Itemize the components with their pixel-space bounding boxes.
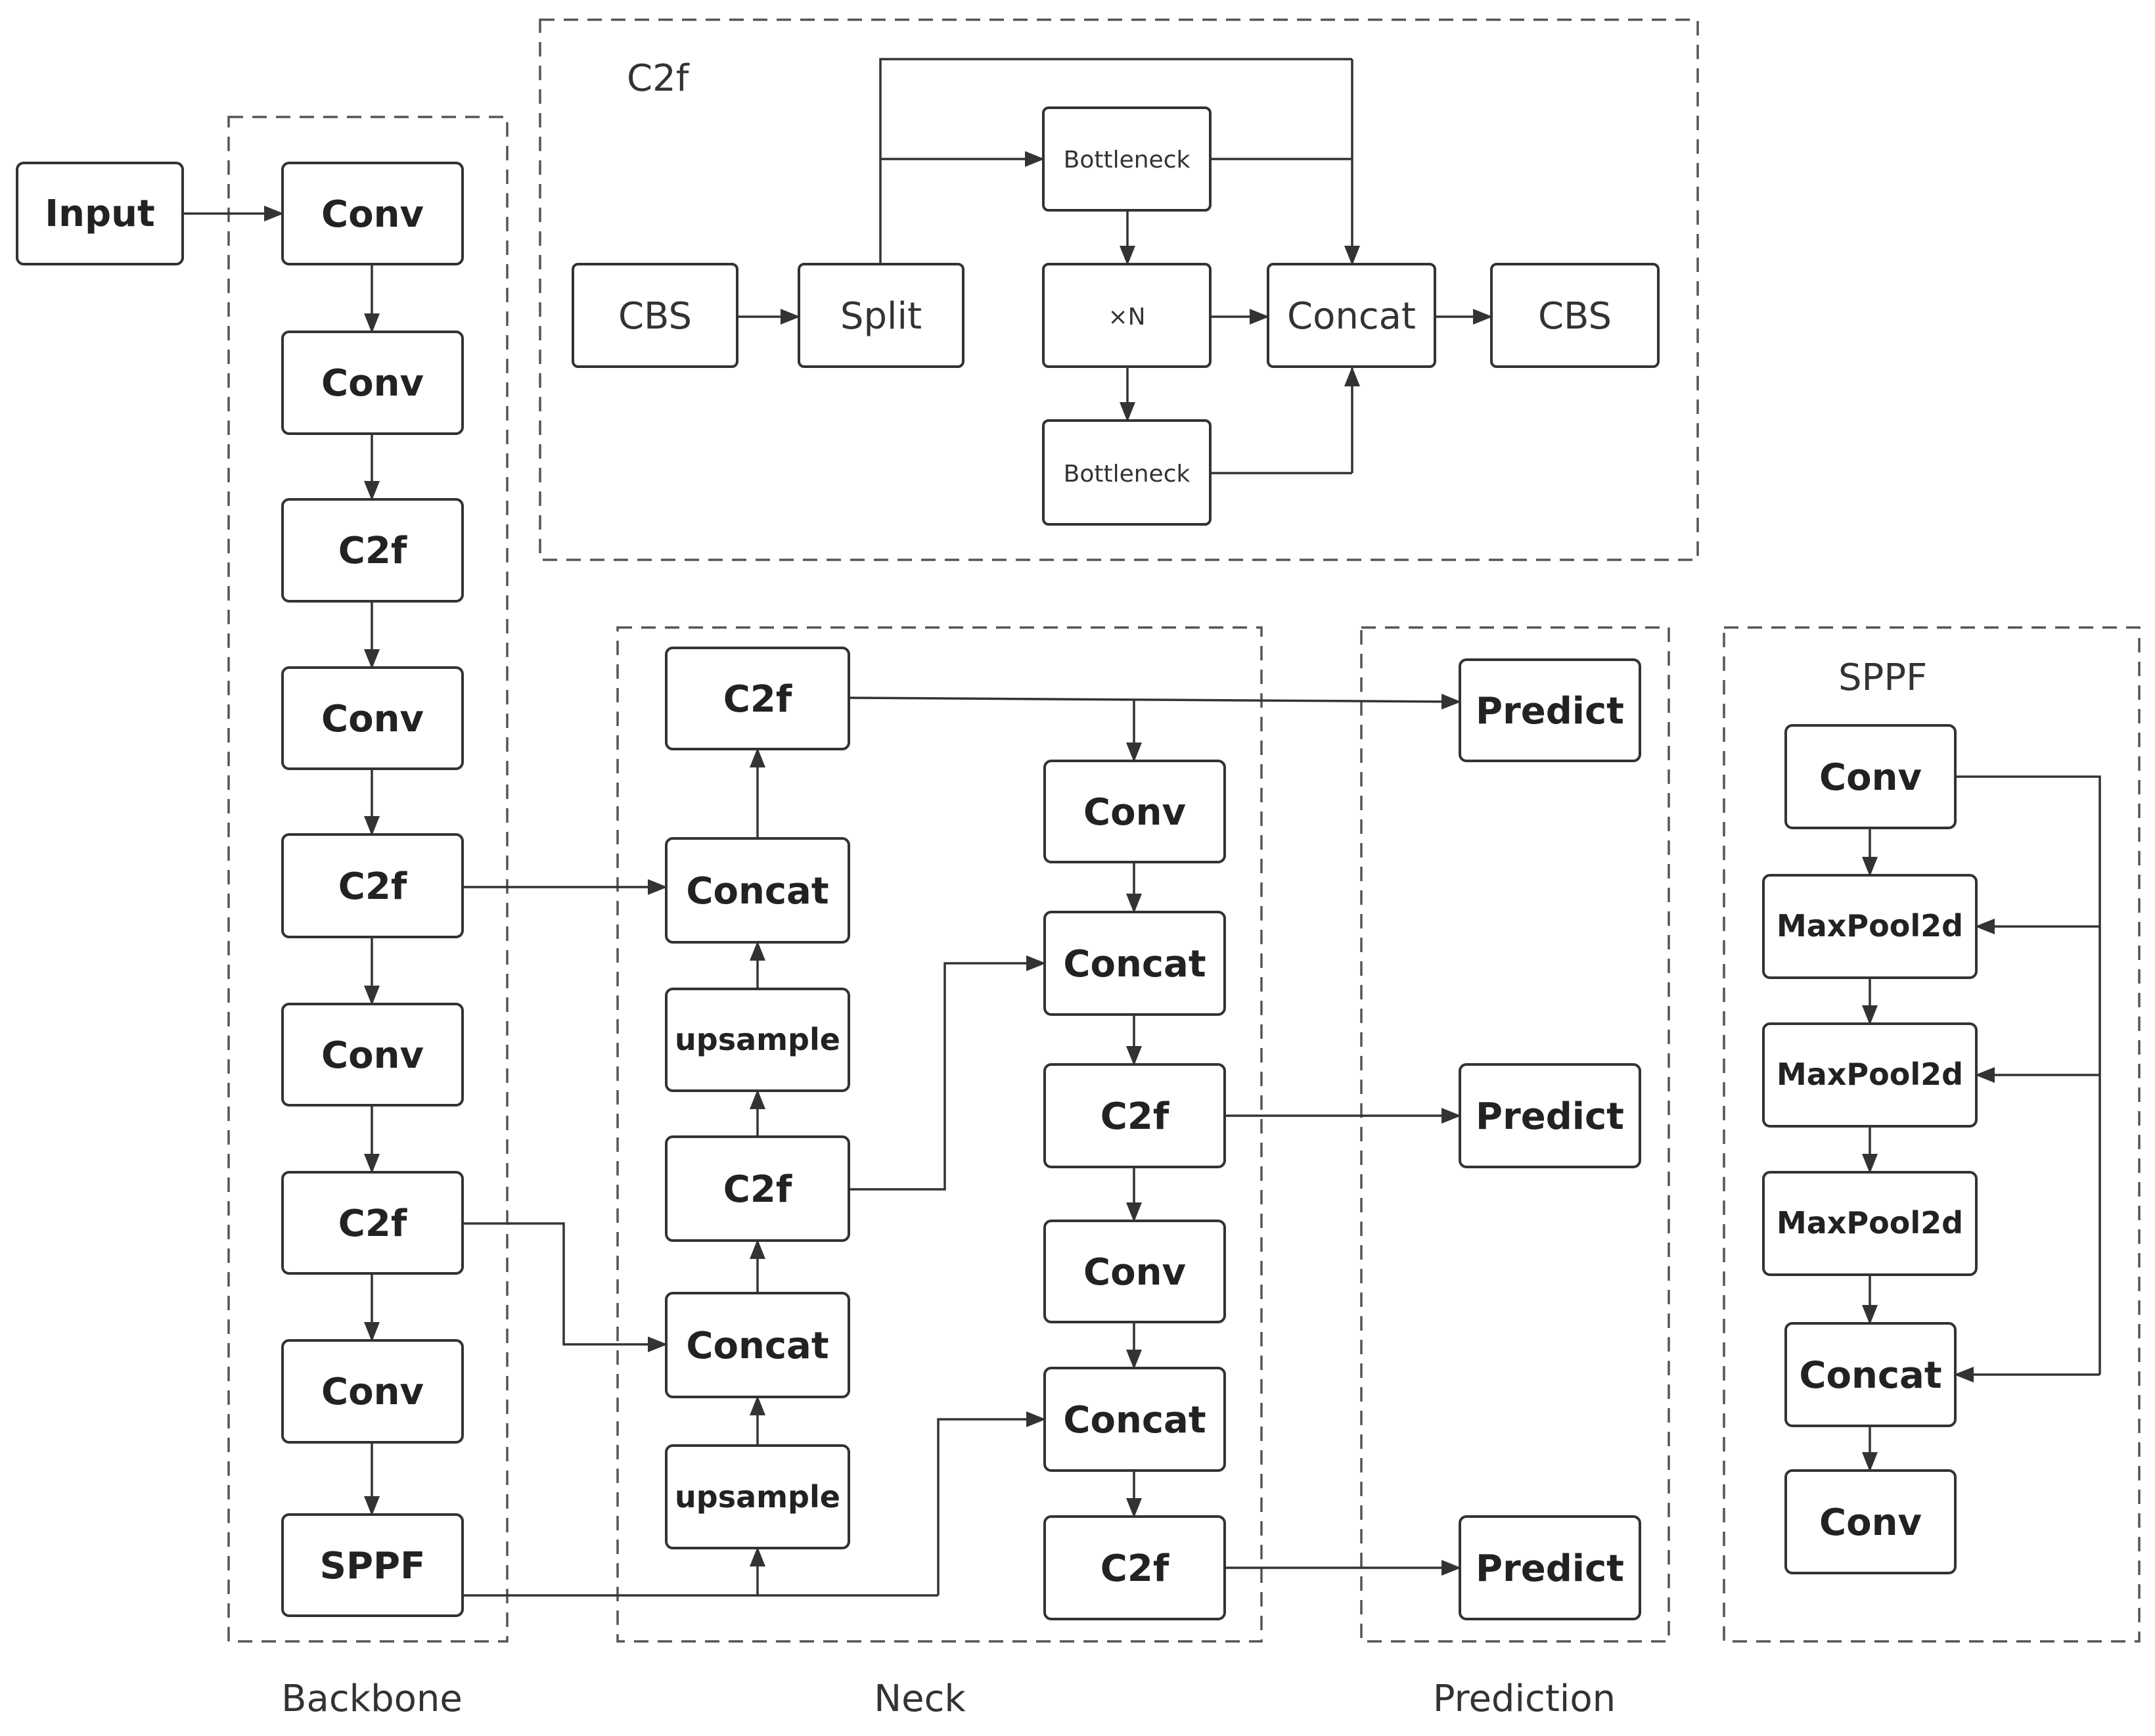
c2f-bottleneck-top: Bottleneck bbox=[1042, 106, 1212, 212]
node-label: Conv bbox=[321, 1371, 424, 1413]
node-label: Concat bbox=[686, 1325, 828, 1367]
node-label: C2f bbox=[338, 865, 407, 908]
node-label: Conv bbox=[1819, 756, 1922, 799]
c2f-module: CBS Split Bottleneck ×N Bottleneck Conca… bbox=[572, 106, 1660, 526]
connections bbox=[183, 58, 2101, 1597]
node-label: Conv bbox=[321, 698, 424, 741]
sppf-conv-out: Conv bbox=[1784, 1469, 1957, 1574]
sppf-maxpool-3: MaxPool2d bbox=[1762, 1171, 1978, 1276]
node-label: Concat bbox=[1063, 943, 1206, 986]
node-label: Concat bbox=[1063, 1399, 1206, 1442]
node-label: CBS bbox=[618, 295, 692, 338]
backbone-node-conv-1: Conv bbox=[281, 162, 464, 265]
node-label: Concat bbox=[1799, 1354, 1941, 1397]
node-label: Bottleneck bbox=[1064, 461, 1191, 488]
neck-group bbox=[616, 626, 1263, 1643]
predict-node-2: Predict bbox=[1459, 1063, 1641, 1168]
c2f-cbs-in: CBS bbox=[572, 263, 738, 368]
neck-left-column: C2f Concat upsample C2f Concat upsample bbox=[665, 647, 850, 1549]
sppf-module-title: SPPF bbox=[1838, 656, 1927, 699]
node-label: Predict bbox=[1476, 690, 1624, 733]
c2f-split: Split bbox=[798, 263, 964, 368]
node-label: C2f bbox=[723, 1168, 792, 1211]
c2f-concat: Concat bbox=[1267, 263, 1436, 368]
sppf-module: Conv MaxPool2d MaxPool2d MaxPool2d Conca… bbox=[1762, 724, 1978, 1574]
input-label: Input bbox=[45, 193, 154, 235]
sppf-conv-in: Conv bbox=[1784, 724, 1957, 829]
neck-caption: Neck bbox=[874, 1678, 966, 1720]
neck-node-c2f-mid: C2f bbox=[665, 1135, 850, 1242]
c2f-module-group bbox=[539, 18, 1699, 561]
neck-node-concat-right-lower: Concat bbox=[1043, 1367, 1226, 1472]
neck-right-column: Conv Concat C2f Conv Concat C2f bbox=[1043, 760, 1226, 1620]
backbone-group bbox=[227, 116, 509, 1643]
node-label: CBS bbox=[1538, 295, 1612, 338]
predict-node-1: Predict bbox=[1459, 658, 1641, 762]
neck-node-upsample-lower: upsample bbox=[665, 1444, 850, 1549]
backbone-node-c2f-2: C2f bbox=[281, 833, 464, 938]
neck-node-upsample-upper: upsample bbox=[665, 988, 850, 1092]
node-label: upsample bbox=[675, 1022, 840, 1057]
sppf-maxpool-2: MaxPool2d bbox=[1762, 1022, 1978, 1128]
node-label: Predict bbox=[1476, 1547, 1624, 1590]
node-label: MaxPool2d bbox=[1777, 908, 1963, 944]
backbone-node-sppf: SPPF bbox=[281, 1513, 464, 1617]
neck-node-c2f-right-lower: C2f bbox=[1043, 1515, 1226, 1620]
node-label: Bottleneck bbox=[1064, 147, 1191, 173]
c2f-bottleneck-bottom: Bottleneck bbox=[1042, 419, 1212, 526]
node-label: Predict bbox=[1476, 1095, 1624, 1138]
node-label: C2f bbox=[1100, 1547, 1169, 1590]
node-label: Concat bbox=[686, 870, 828, 913]
neck-node-c2f-right-upper: C2f bbox=[1043, 1063, 1226, 1168]
sppf-maxpool-1: MaxPool2d bbox=[1762, 874, 1978, 979]
node-label: Conv bbox=[321, 193, 424, 236]
node-label: C2f bbox=[338, 1202, 407, 1245]
prediction-caption: Prediction bbox=[1433, 1678, 1616, 1720]
node-label: Conv bbox=[1083, 1251, 1186, 1294]
node-label: upsample bbox=[675, 1479, 840, 1515]
backbone-node-c2f-3: C2f bbox=[281, 1171, 464, 1275]
sppf-concat: Concat bbox=[1784, 1322, 1957, 1427]
node-label: ×N bbox=[1108, 304, 1145, 331]
node-label: Conv bbox=[321, 362, 424, 405]
backbone-caption: Backbone bbox=[281, 1678, 463, 1720]
backbone-node-conv-3: Conv bbox=[281, 666, 464, 770]
neck-node-concat-right-upper: Concat bbox=[1043, 911, 1226, 1016]
backbone-node-conv-2: Conv bbox=[281, 331, 464, 435]
node-label: Conv bbox=[1819, 1501, 1922, 1544]
node-label: SPPF bbox=[320, 1545, 426, 1588]
node-label: C2f bbox=[338, 530, 407, 572]
node-label: C2f bbox=[1100, 1095, 1169, 1138]
c2f-cbs-out: CBS bbox=[1490, 263, 1660, 368]
node-label: Concat bbox=[1287, 295, 1416, 338]
neck-node-conv-lower: Conv bbox=[1043, 1220, 1226, 1323]
neck-node-concat-upper: Concat bbox=[665, 837, 850, 944]
backbone-node-c2f-1: C2f bbox=[281, 498, 464, 603]
backbone-node-conv-4: Conv bbox=[281, 1003, 464, 1107]
node-label: Conv bbox=[321, 1034, 424, 1077]
node-label: Conv bbox=[1083, 791, 1186, 834]
node-label: MaxPool2d bbox=[1777, 1057, 1963, 1092]
backbone-node-conv-5: Conv bbox=[281, 1339, 464, 1444]
input-node: Input bbox=[16, 162, 184, 265]
sppf-module-group bbox=[1723, 626, 2141, 1643]
backbone-column: Conv Conv C2f Conv C2f Conv C2f Conv bbox=[281, 162, 464, 1617]
node-label: Split bbox=[840, 295, 922, 338]
c2f-times-n: ×N bbox=[1042, 263, 1212, 368]
prediction-group bbox=[1360, 626, 1670, 1643]
node-label: MaxPool2d bbox=[1777, 1205, 1963, 1241]
prediction-column: Predict Predict Predict bbox=[1459, 658, 1641, 1620]
neck-node-conv-upper: Conv bbox=[1043, 760, 1226, 863]
neck-node-c2f-top: C2f bbox=[665, 647, 850, 750]
c2f-module-title: C2f bbox=[627, 57, 690, 100]
neck-node-concat-lower: Concat bbox=[665, 1292, 850, 1398]
predict-node-3: Predict bbox=[1459, 1515, 1641, 1620]
node-label: C2f bbox=[723, 678, 792, 721]
